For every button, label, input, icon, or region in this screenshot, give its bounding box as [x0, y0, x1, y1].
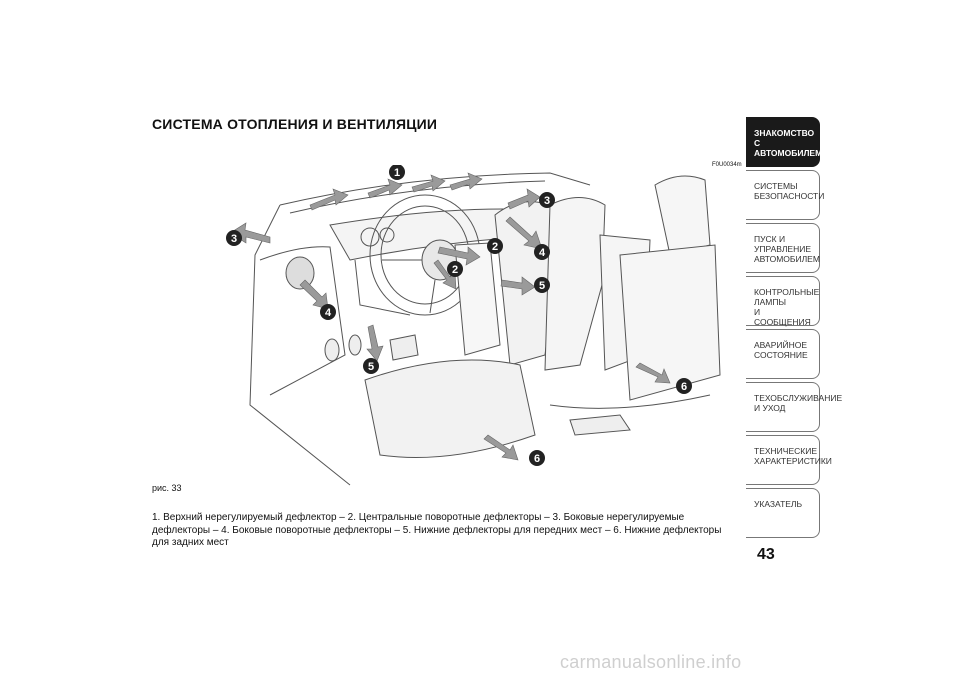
page-number: 43 [757, 546, 775, 563]
callout-5a [363, 358, 379, 374]
callout-3a-label: 3 [231, 233, 237, 245]
callout-3a [226, 230, 242, 246]
section-title: СИСТЕМА ОТОПЛЕНИЯ И ВЕНТИЛЯЦИИ [152, 116, 438, 132]
callout-badges: 1 2 2 3 3 4 4 5 5 6 6 [226, 165, 692, 466]
callout-5b [534, 277, 550, 293]
callout-2b [447, 261, 463, 277]
figure-caption: 1. Верхний нерегулируемый дефлектор – 2.… [152, 512, 722, 548]
tab-warning-lights[interactable]: КОНТРОЛЬНЫЕ ЛАМПЫ И СООБЩЕНИЯ [746, 276, 820, 327]
callout-2a-label: 2 [492, 241, 498, 253]
tab-specifications[interactable]: ТЕХНИЧЕСКИЕ ХАРАКТЕРИСТИКИ [746, 435, 832, 485]
callout-6b [676, 378, 692, 394]
tab-emergency[interactable]: АВАРИЙНОЕ СОСТОЯНИЕ [746, 329, 820, 379]
callout-2a [487, 238, 503, 254]
callout-6a [529, 450, 545, 466]
car-interior-illustration: 1 2 2 3 3 4 4 5 5 6 6 [226, 165, 721, 486]
callout-6a-label: 6 [534, 453, 540, 465]
tab-safety[interactable]: СИСТЕМЫ БЕЗОПАСНОСТИ [746, 170, 824, 220]
figure-label: рис. 33 [152, 483, 182, 493]
tab-starting-driving[interactable]: ПУСК И УПРАВЛЕНИЕ АВТОМОБИЛЕМ [746, 223, 820, 273]
figure-code: F0U0034m [712, 162, 742, 168]
callout-6b-label: 6 [681, 381, 687, 393]
callout-3b [539, 192, 555, 208]
callout-5b-label: 5 [539, 280, 545, 292]
callout-1-label: 1 [394, 167, 400, 179]
callout-4a [320, 304, 336, 320]
chapter-tabs: ЗНАКОМСТВО С АВТОМОБИЛЕМ СИСТЕМЫ БЕЗОПАС… [746, 117, 842, 541]
callout-2b-label: 2 [452, 264, 458, 276]
callout-4b-label: 4 [539, 247, 546, 259]
tab-index[interactable]: УКАЗАТЕЛЬ [746, 488, 820, 538]
callout-3b-label: 3 [544, 195, 550, 207]
tab-intro[interactable]: ЗНАКОМСТВО С АВТОМОБИЛЕМ [746, 117, 822, 167]
watermark: carmanualsonline.info [560, 652, 742, 672]
callout-4b [534, 244, 550, 260]
tab-maintenance[interactable]: ТЕХОБСЛУЖИВАНИЕ И УХОД [746, 382, 842, 432]
callout-1 [389, 165, 405, 180]
callout-5a-label: 5 [368, 361, 374, 373]
callout-4a-label: 4 [325, 307, 332, 319]
